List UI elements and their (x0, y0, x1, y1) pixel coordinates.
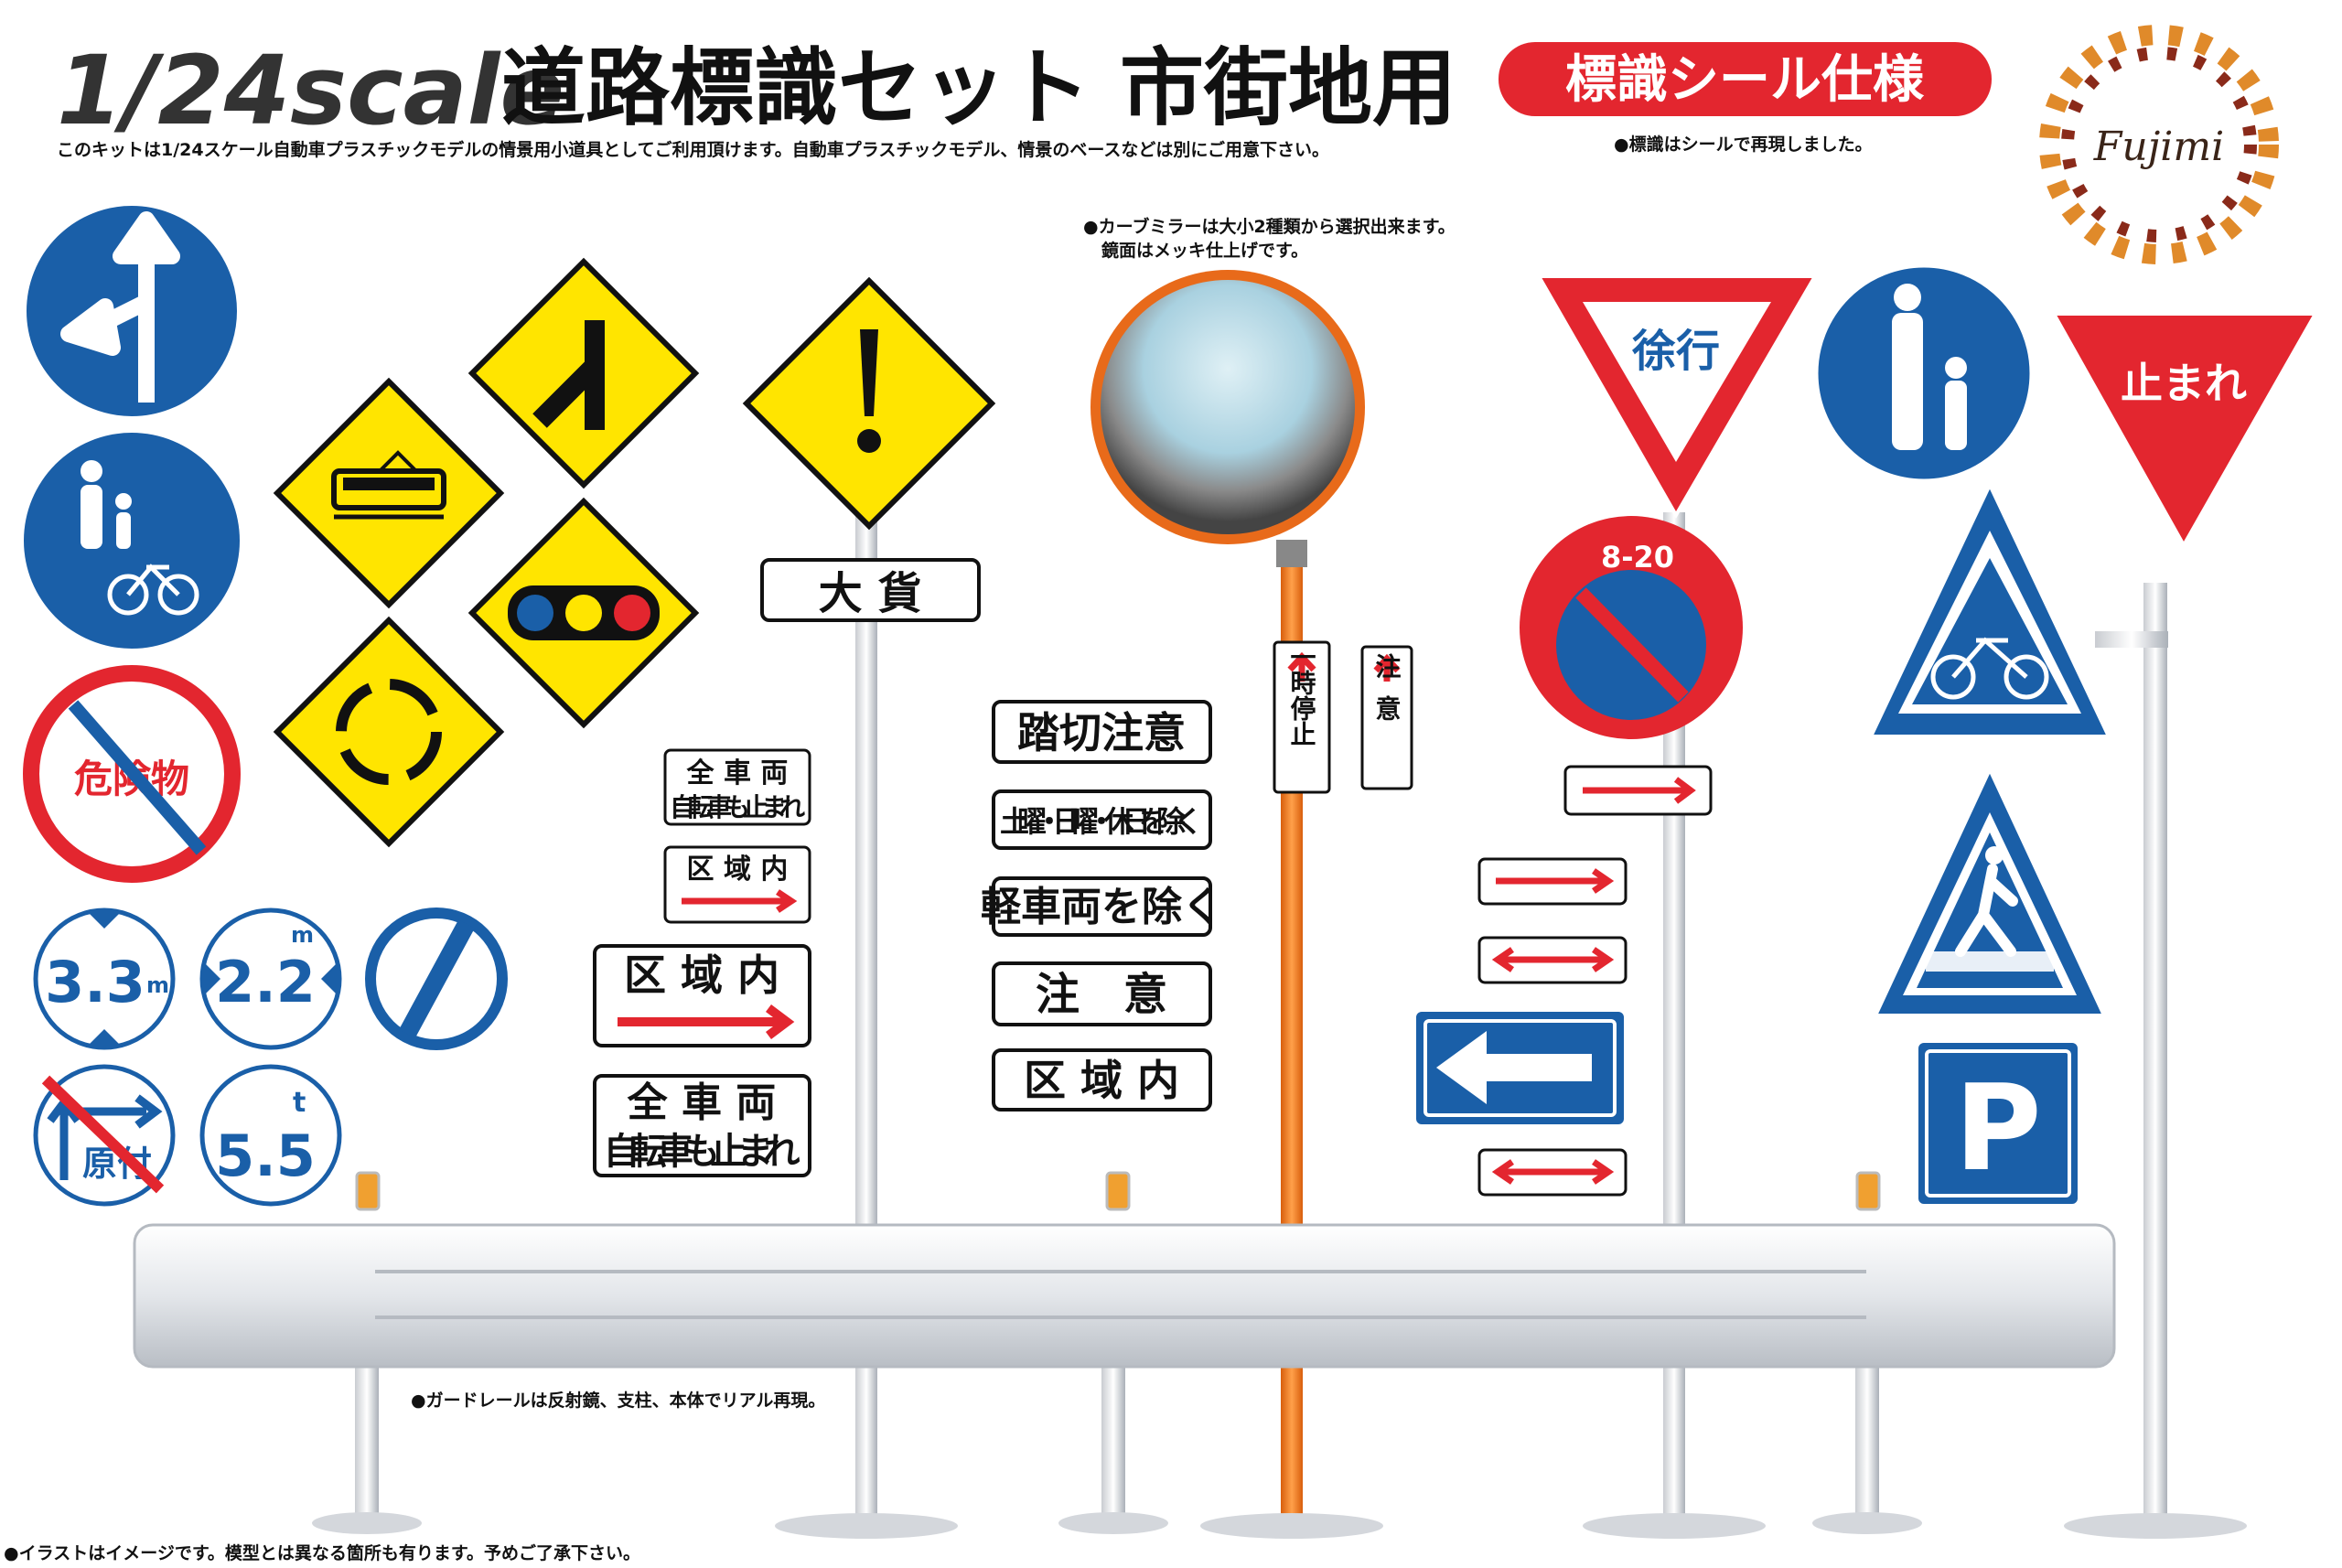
plate-text: 注意 (1372, 652, 1402, 737)
sticker-badge (1499, 42, 1992, 116)
plate-except-light-vehicles: 軽車両を除く (981, 876, 1222, 937)
plate-text: 区 域 内 (1024, 1056, 1179, 1105)
guardrail (133, 1171, 2116, 1534)
height-limit-text: 3.3 (45, 949, 145, 1015)
curve-mirror (1090, 270, 1365, 567)
sign-warning-traffic-signal (467, 497, 700, 729)
plate-caution-vertical: 注意 (1360, 645, 1413, 790)
plate-zone-mid: 区 域 内 (992, 1048, 1212, 1112)
width-unit-text: m (291, 922, 314, 948)
plate-text: 軽車両を除く (981, 884, 1222, 930)
sign-bicycle-crossing (1867, 480, 2112, 738)
plate-large-vehicle: 大 貨 (760, 558, 981, 622)
plate-text: 区 域 内 (687, 854, 789, 886)
pole-base (775, 1513, 958, 1539)
plate-arrow-right (1563, 765, 1713, 816)
sign-end-of-restriction (365, 908, 508, 1050)
subtitle: このキットは1/24スケール自動車プラスチックモデルの情景用小道具としてご利用頂… (57, 139, 1329, 160)
plate-all-vehicles-small: 全 車 両 自転車も止まれ (663, 748, 811, 826)
weight-limit-text: 5.5 (215, 1122, 316, 1189)
sign-no-hazardous: 危険物 (23, 665, 241, 883)
plate-text: 自転車も止まれ (604, 1131, 800, 1173)
slow-text: 徐行 (1631, 326, 1720, 377)
mirror-note-1: ●カーブミラーは大小2種類から選択出来ます。 (1083, 216, 1456, 237)
sign-slow-yield: 徐行 (1535, 274, 1819, 519)
fujimi-logo: Fujimi (2039, 25, 2279, 264)
guardrail-note: ●ガードレールは反射鏡、支柱、本体でリアル再現。 (411, 1390, 825, 1411)
scale-label: 1/24scale (57, 35, 564, 146)
sign-width-limit: 2.2 m (199, 908, 342, 1050)
sign-pole (2143, 583, 2167, 1519)
plate-text: 土曜・日曜・休日を除く (1000, 804, 1203, 839)
plate-arrow-both-2 (1477, 1148, 1628, 1197)
plate-text: 全 車 両 (686, 757, 789, 789)
plate-except-holidays: 土曜・日曜・休日を除く (992, 789, 1212, 850)
stop-text: 止まれ (2121, 359, 2247, 408)
sign-moped-two-stage-turn: 原付 (33, 1064, 176, 1207)
sign-warning-tram (273, 377, 505, 609)
plate-text: 踏切注意 (1017, 708, 1186, 757)
plate-caution: 注 意 (992, 961, 1212, 1026)
plate-arrow-right-2 (1477, 857, 1628, 906)
sign-warning-roundabout (273, 616, 505, 848)
sticker-badge-text: 標識シール仕様 (1565, 50, 1925, 110)
sign-one-way-left (1413, 1008, 1628, 1128)
plate-zone-small: 区 域 内 (663, 845, 811, 924)
sign-parking: P (1915, 1039, 2081, 1208)
hours-text: 8-20 (1601, 540, 1674, 575)
plate-text: 全 車 両 (627, 1079, 777, 1126)
plate-arrow-both (1477, 936, 1628, 984)
plate-text: 大 貨 (819, 568, 922, 619)
sign-direction-straight-left (21, 200, 242, 422)
plate-text: 一時停止 (1287, 644, 1317, 746)
plate-text: 区 域 内 (624, 950, 779, 1000)
sticker-note: ●標識はシールで再現しました。 (1614, 134, 1873, 155)
pole-arm (2095, 631, 2168, 648)
sign-pedestrians-only (1813, 263, 2035, 484)
plate-all-vehicles-large: 全 車 両 自転車も止まれ (593, 1074, 811, 1177)
sign-stop: 止まれ (2050, 312, 2319, 550)
sign-height-limit: 3.3 m (33, 908, 176, 1050)
sign-weight-limit: 5.5 t (199, 1064, 342, 1207)
pole-base (1583, 1513, 1766, 1539)
height-unit-text: m (146, 972, 169, 998)
sign-warning-merge (467, 257, 700, 489)
width-limit-text: 2.2 (215, 949, 316, 1015)
sign-pedestrian-crossing (1872, 765, 2108, 1017)
pole-base (2064, 1513, 2247, 1539)
sign-pedestrian-bicycle (24, 433, 240, 649)
sign-warning-general (742, 276, 996, 531)
parking-text: P (1954, 1058, 2041, 1197)
pole-base (1200, 1513, 1383, 1539)
plate-text: 注 意 (1036, 969, 1167, 1020)
logo-text: Fujimi (2093, 124, 2224, 170)
mirror-note-2: 鏡面はメッキ仕上げです。 (1101, 240, 1308, 261)
disclaimer: ●イラストはイメージです。模型とは異なる箇所も有ります。予めご了承下さい。 (4, 1542, 640, 1563)
plate-stop-vertical: 一時停止 (1273, 640, 1331, 794)
plate-railroad-caution: 踏切注意 (992, 700, 1212, 764)
plate-zone-large: 区 域 内 (593, 944, 811, 1047)
weight-unit-text: t (293, 1087, 306, 1119)
plate-text: 自転車も止まれ (670, 792, 805, 822)
sign-no-parking-hours: 8-20 (1520, 516, 1743, 739)
product-title: 道路標識セット 市街地用 (501, 39, 1456, 137)
